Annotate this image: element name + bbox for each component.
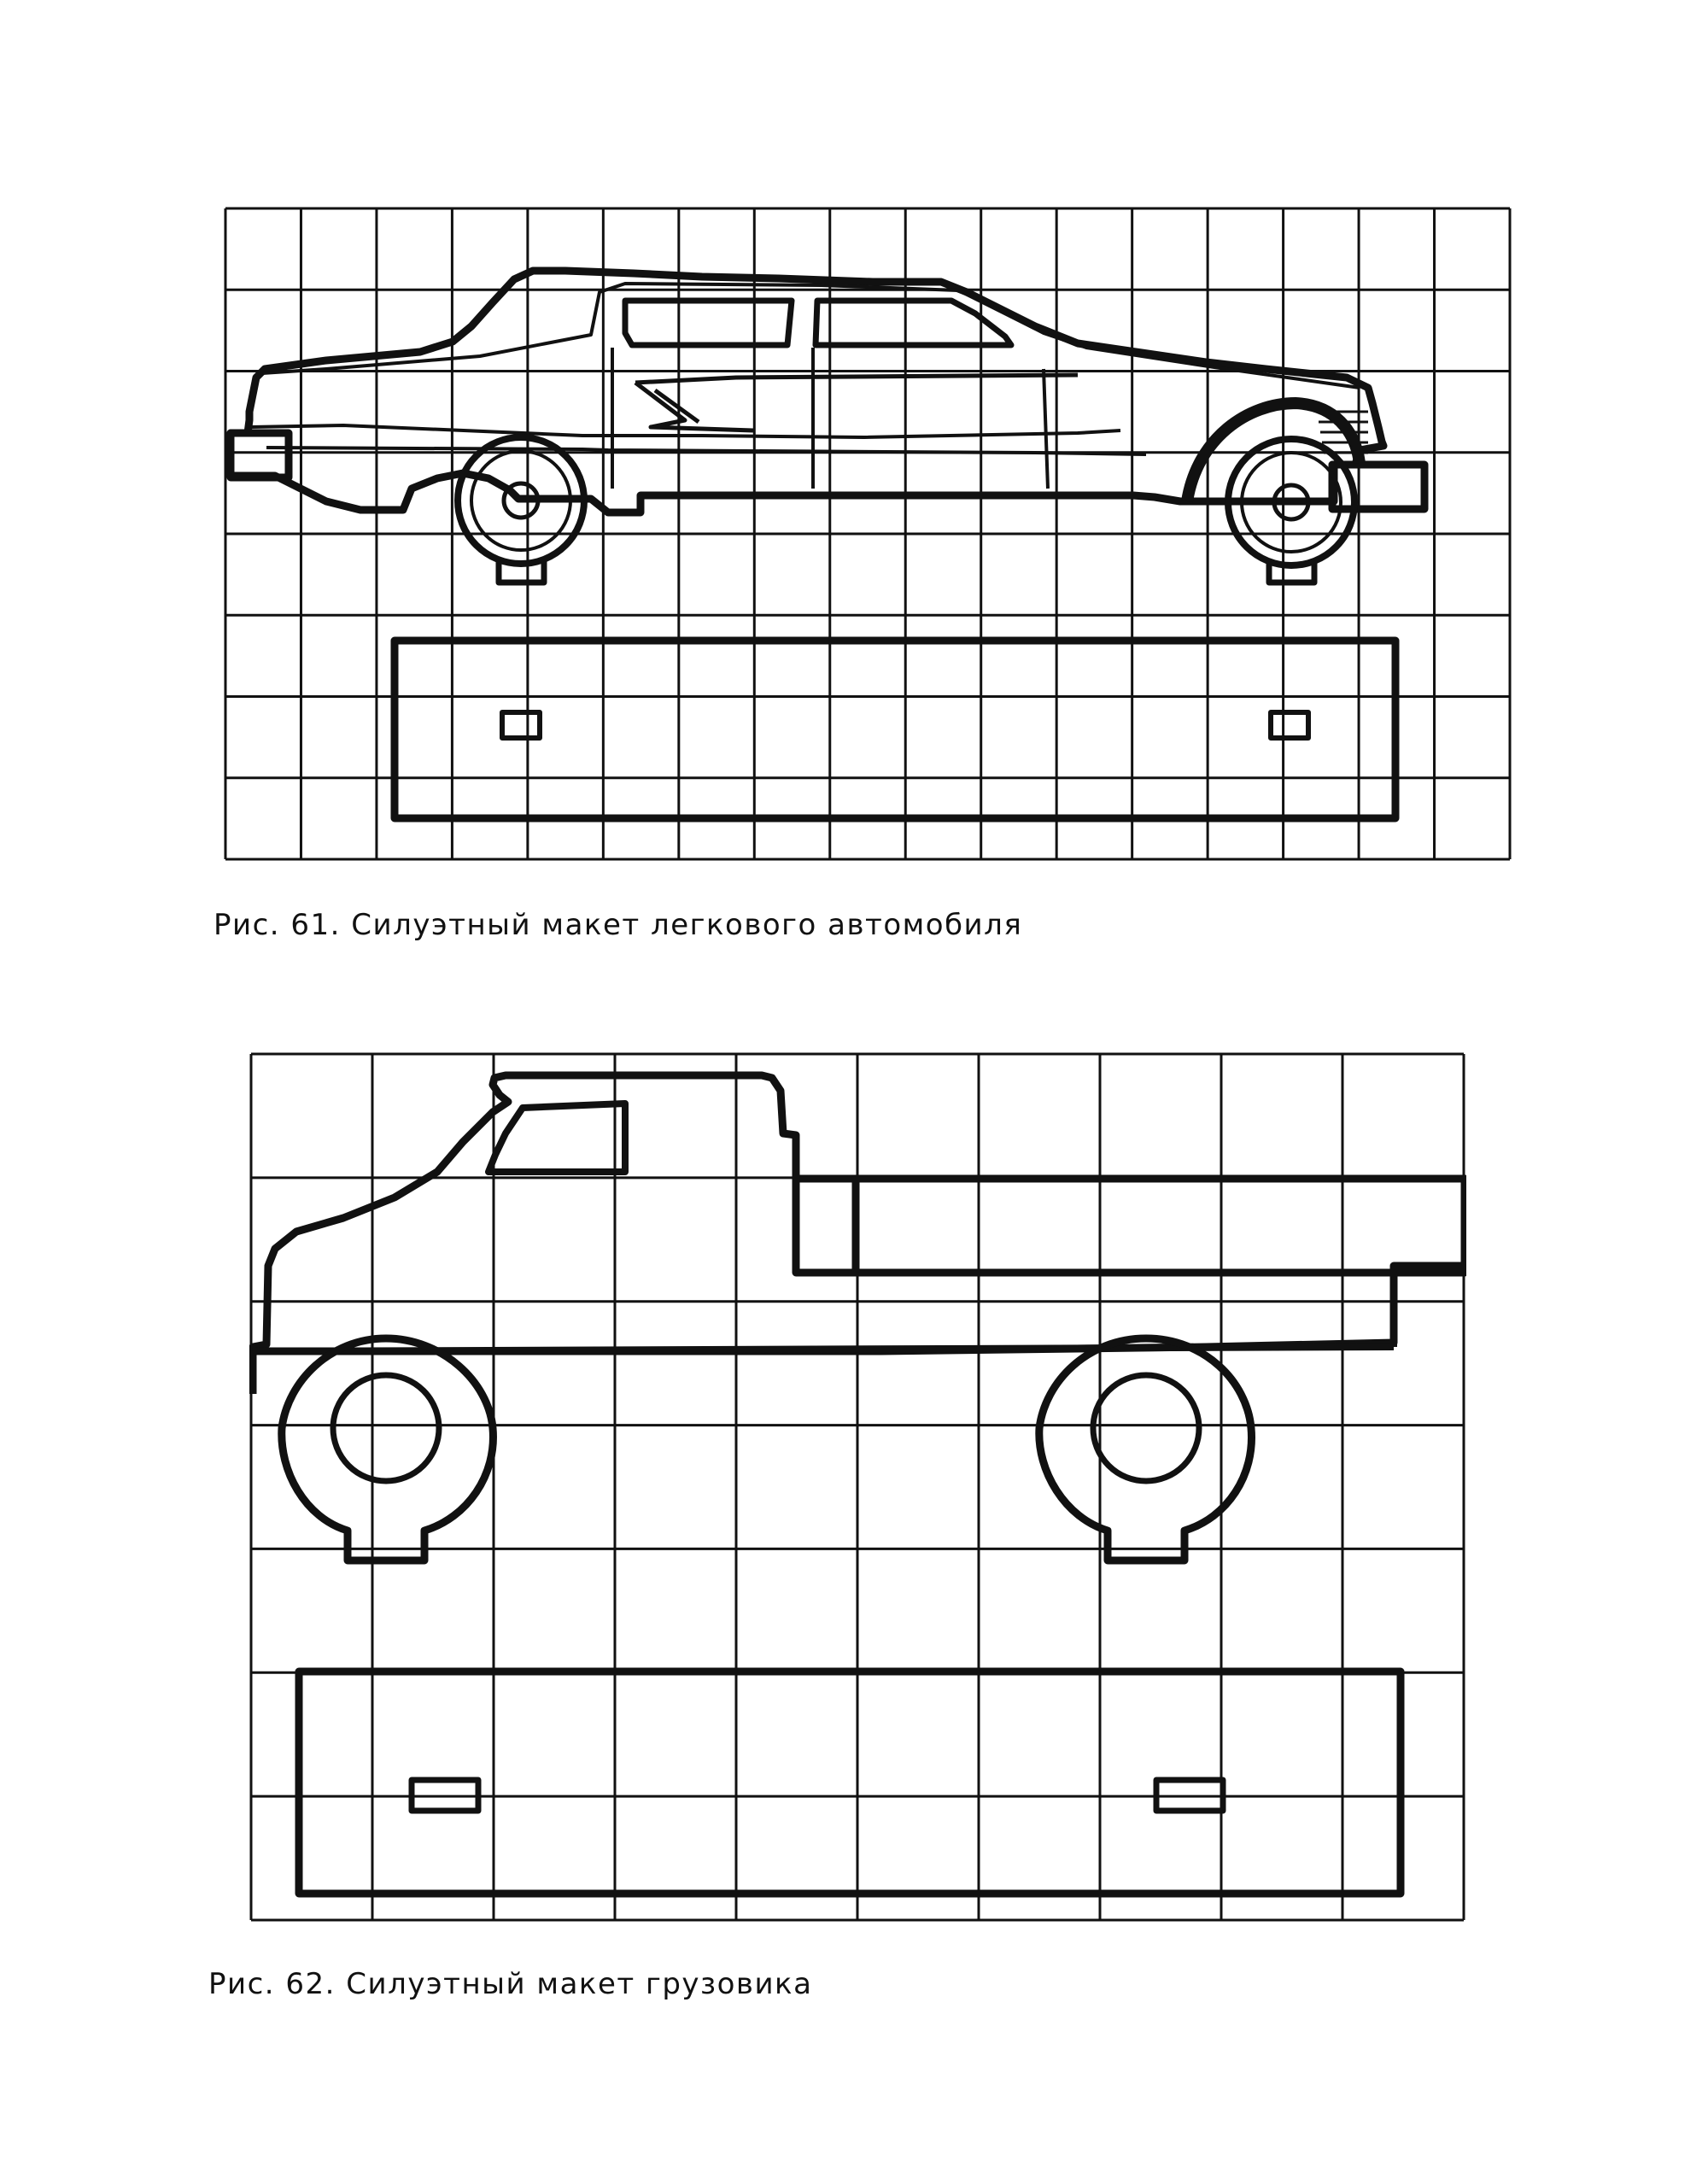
car-roofline-inner — [261, 282, 1360, 389]
car-door-line-end — [1042, 368, 1050, 489]
truck-front-wheel-outline — [278, 1334, 497, 1565]
car-rear-window — [812, 297, 1015, 348]
car-stand-slot-right — [1268, 710, 1311, 741]
truck-rear-wheel-outline — [1035, 1334, 1255, 1565]
truck-drawing — [249, 1052, 1466, 1922]
car-side-stripe — [634, 372, 1079, 433]
truck-rear-wheel — [1035, 1334, 1255, 1565]
figure-62-truck-template — [249, 1052, 1466, 1923]
truck-stand-base — [295, 1667, 1405, 1898]
car-drawing — [224, 207, 1512, 861]
car-front-wheel-tab — [495, 559, 547, 586]
figure-61-caption: Рис. 61. Силуэтный макет легкового автом… — [214, 908, 1023, 942]
truck-cargo-bed — [851, 1174, 1466, 1277]
car-front-wheel — [454, 434, 588, 586]
car-silhouette — [226, 266, 1429, 823]
car-front-window — [622, 297, 795, 348]
car-stand-slot-left — [500, 710, 542, 741]
truck-chassis — [252, 1269, 1397, 1355]
car-rear-wheel-tab — [1266, 560, 1318, 586]
car-rear-bumper — [1328, 460, 1429, 513]
truck-silhouette — [249, 1071, 1466, 1898]
figure-61-car-template — [224, 207, 1513, 864]
truck-stand-slot-right — [1153, 1777, 1226, 1814]
truck-cab-rear-wall — [792, 1179, 860, 1277]
car-front-bumper — [226, 429, 293, 482]
car-lower-line — [266, 446, 1147, 456]
truck-stand-slot-left — [408, 1777, 482, 1814]
car-beltline — [250, 424, 1121, 439]
figure-62-caption: Рис. 62. Силуэтный макет грузовика — [208, 1967, 813, 2001]
car-rear-wheel — [1225, 436, 1358, 586]
grid-61 — [224, 207, 1512, 861]
car-rear-wheel-arch — [1181, 397, 1366, 503]
truck-cab-window — [485, 1100, 629, 1175]
car-stand-base — [390, 636, 1400, 823]
car-body-outline — [226, 266, 1388, 517]
truck-front-wheel — [278, 1334, 497, 1565]
